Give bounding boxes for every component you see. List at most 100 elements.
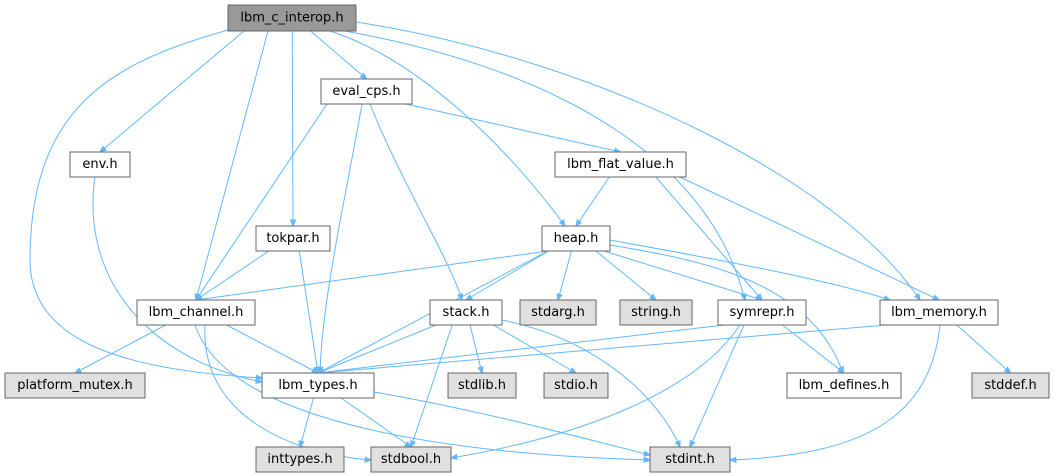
node-label: string.h xyxy=(631,305,681,320)
node-box xyxy=(717,299,807,326)
edge-lbm_c_interop-to-lbm_channel xyxy=(196,30,269,300)
edge-lbm_c_interop-to-lbm_types xyxy=(29,27,262,378)
node-box xyxy=(4,372,146,399)
edge-symrepr-to-lbm_types xyxy=(318,324,725,373)
node-eval-cps[interactable]: eval_cps.h xyxy=(320,78,413,105)
node-label: lbm_memory.h xyxy=(891,305,987,320)
node-label: lbm_defines.h xyxy=(799,378,890,393)
node-heap[interactable]: heap.h xyxy=(541,225,611,252)
node-box xyxy=(227,4,357,32)
edge-eval_cps-to-lbm_flat_value xyxy=(405,103,621,152)
node-label: platform_mutex.h xyxy=(17,378,133,393)
node-stdbool: stdbool.h xyxy=(370,446,452,473)
node-box xyxy=(136,299,256,326)
edge-env-to-lbm_types xyxy=(92,176,262,382)
node-label: tokpar.h xyxy=(266,231,319,246)
node-label: eval_cps.h xyxy=(332,84,400,99)
node-box xyxy=(255,225,331,252)
node-box xyxy=(554,151,687,178)
node-box xyxy=(69,151,131,178)
edge-symrepr-to-lbm_defines xyxy=(782,324,845,373)
edge-heap-to-symrepr xyxy=(603,250,762,300)
edge-heap-to-stack xyxy=(466,250,549,300)
node-box xyxy=(255,446,345,473)
node-env[interactable]: env.h xyxy=(69,151,131,178)
node-string: string.h xyxy=(619,299,693,326)
node-platform-mutex: platform_mutex.h xyxy=(4,372,146,399)
node-lbm-channel[interactable]: lbm_channel.h xyxy=(136,299,256,326)
edge-stack-to-stdint xyxy=(501,319,680,447)
node-tokpar[interactable]: tokpar.h xyxy=(255,225,331,252)
node-label: heap.h xyxy=(554,231,599,246)
node-label: inttypes.h xyxy=(267,452,332,467)
node-box xyxy=(543,372,609,399)
edge-eval_cps-to-lbm_channel xyxy=(196,103,328,300)
node-label: symrepr.h xyxy=(730,305,795,320)
node-box xyxy=(320,78,413,105)
edge-heap-to-stdarg xyxy=(558,250,572,300)
node-box xyxy=(786,372,902,399)
edge-lbm_types-to-stdint xyxy=(373,391,650,455)
edge-lbm_channel-to-lbm_types xyxy=(226,324,319,373)
node-symrepr[interactable]: symrepr.h xyxy=(717,299,807,326)
nodes-layer: lbm_c_interop.h eval_cps.h env.h lbm_flat_v… xyxy=(4,4,1050,473)
node-stdio: stdio.h xyxy=(543,372,609,399)
node-stdint: stdint.h xyxy=(649,446,731,473)
edge-lbm_memory-to-stdint xyxy=(730,324,941,460)
node-label: lbm_channel.h xyxy=(149,305,244,320)
edge-lbm_channel-to-platform_mutex xyxy=(75,324,166,373)
node-box xyxy=(971,372,1050,399)
edge-lbm_flat_value-to-lbm_memory xyxy=(679,176,939,300)
node-stack[interactable]: stack.h xyxy=(429,299,503,326)
node-label: stdint.h xyxy=(665,452,714,467)
node-box xyxy=(879,299,999,326)
edge-lbm_types-to-inttypes xyxy=(300,397,314,447)
node-label: lbm_c_interop.h xyxy=(240,11,343,26)
edge-eval_cps-to-stack xyxy=(369,103,462,300)
node-lbm-types[interactable]: lbm_types.h xyxy=(261,372,375,399)
edge-heap-to-string xyxy=(595,250,656,300)
edge-lbm_memory-to-stddef xyxy=(956,324,1011,373)
node-box xyxy=(649,446,731,473)
node-label: stdarg.h xyxy=(531,305,585,320)
node-box xyxy=(261,372,375,399)
node-label: stdbool.h xyxy=(381,452,441,467)
node-stdlib: stdlib.h xyxy=(447,372,517,399)
node-lbm-c-interop[interactable]: lbm_c_interop.h xyxy=(227,4,357,32)
edge-lbm_memory-to-lbm_types xyxy=(318,324,887,373)
node-box xyxy=(619,299,693,326)
node-box xyxy=(370,446,452,473)
edge-heap-to-lbm_defines xyxy=(609,244,843,373)
edge-lbm_c_interop-to-env xyxy=(100,30,245,152)
edge-lbm_flat_value-to-symrepr xyxy=(655,176,762,300)
node-lbm-memory[interactable]: lbm_memory.h xyxy=(879,299,999,326)
node-label: stdlib.h xyxy=(458,378,506,393)
node-label: env.h xyxy=(82,157,117,172)
edge-eval_cps-to-lbm_types xyxy=(320,103,363,373)
node-stdarg: stdarg.h xyxy=(519,299,597,326)
node-box xyxy=(447,372,517,399)
node-lbm-defines[interactable]: lbm_defines.h xyxy=(786,372,902,399)
edge-tokpar-to-lbm_channel xyxy=(196,250,270,300)
node-box xyxy=(541,225,611,252)
node-stddef: stddef.h xyxy=(971,372,1050,399)
edge-lbm_c_interop-to-eval_cps xyxy=(310,30,367,79)
node-label: lbm_types.h xyxy=(278,378,357,393)
node-inttypes: inttypes.h xyxy=(255,446,345,473)
edge-stack-to-lbm_types xyxy=(318,324,437,373)
node-box xyxy=(519,299,597,326)
edge-lbm_c_interop-to-tokpar xyxy=(292,30,293,226)
edge-lbm_flat_value-to-heap xyxy=(576,176,610,226)
edge-stack-to-stdbool xyxy=(411,324,453,447)
node-lbm-flat-value[interactable]: lbm_flat_value.h xyxy=(554,151,687,178)
node-box xyxy=(429,299,503,326)
edge-stack-to-stdio xyxy=(493,324,577,373)
edge-heap-to-lbm_memory xyxy=(609,239,890,300)
edge-symrepr-to-stdbool xyxy=(451,324,741,458)
node-label: stdio.h xyxy=(554,378,598,393)
edge-lbm_channel-to-stdint xyxy=(194,324,650,460)
node-label: stack.h xyxy=(443,305,490,320)
edge-lbm_c_interop-to-symrepr xyxy=(344,30,745,300)
edge-lbm_types-to-stdbool xyxy=(340,397,411,447)
node-label: lbm_flat_value.h xyxy=(567,157,674,172)
